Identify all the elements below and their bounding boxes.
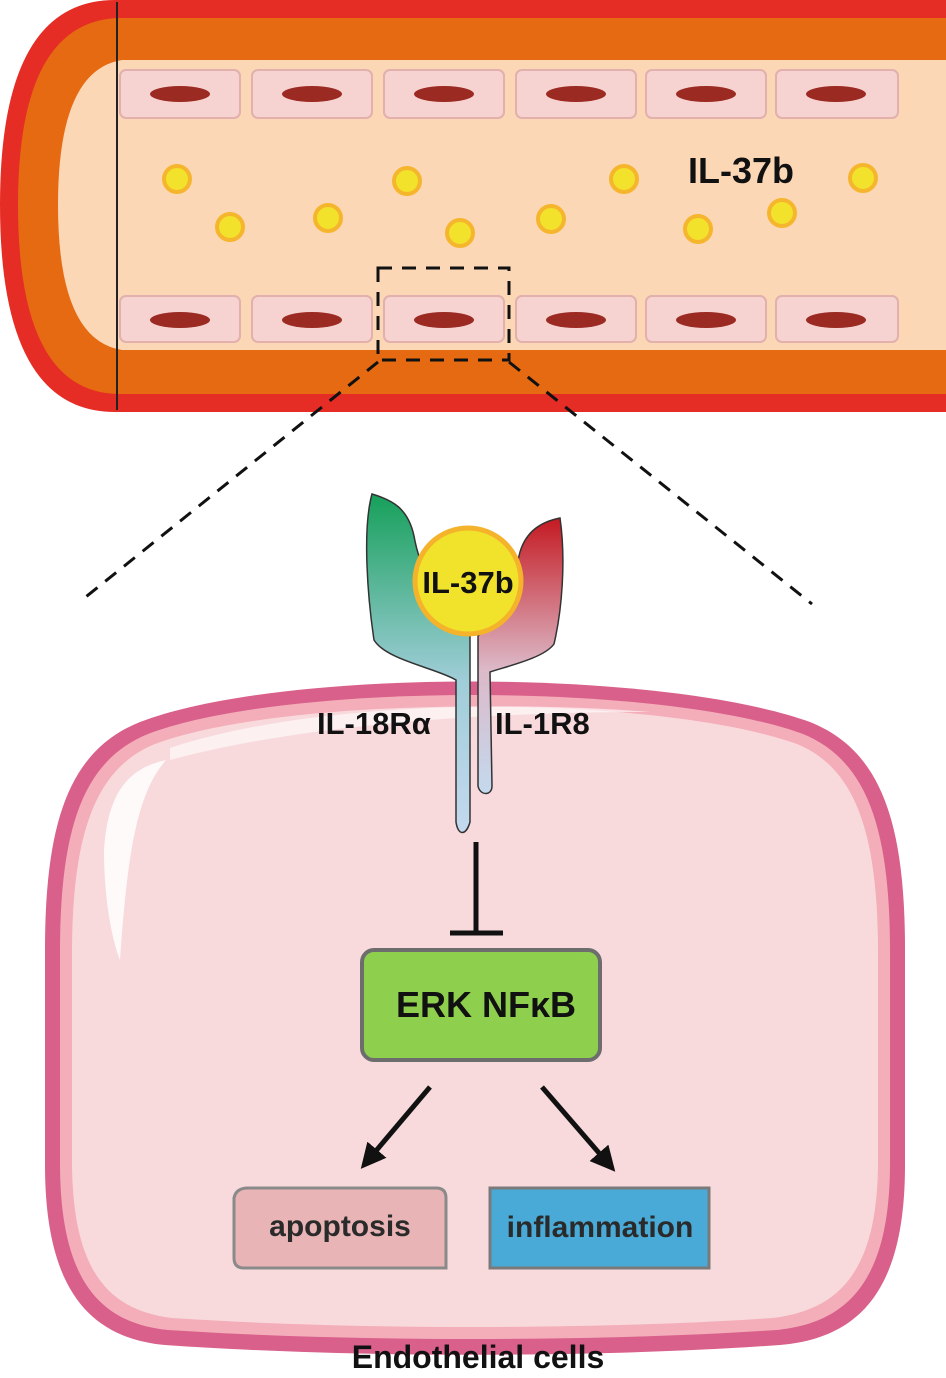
cell-highlight (104, 760, 166, 960)
nucleus (546, 312, 606, 328)
il37b-particle (445, 218, 475, 248)
il18ra-chain (365, 493, 471, 834)
il1r8-label: IL-1R8 (495, 706, 590, 741)
il37b-particle (683, 214, 713, 244)
il18ra-label: IL-18Rα (317, 706, 431, 741)
nucleus (676, 312, 736, 328)
nucleus (546, 86, 606, 102)
il1r8-chain (477, 517, 564, 795)
il37b-particle (313, 203, 343, 233)
receptor-complex: IL-37b IL-18Rα IL-1R8 (317, 493, 590, 834)
cell-caption: Endothelial cells (352, 1339, 605, 1375)
nucleus (282, 86, 342, 102)
erk-nfkb-box (360, 948, 602, 1062)
blood-vessel: IL-37b (0, 0, 946, 412)
il37b-particle (392, 166, 422, 196)
il37b-particle (536, 204, 566, 234)
nucleus (806, 312, 866, 328)
il37b-particle (162, 164, 192, 194)
vessel-lumen (58, 60, 946, 350)
endothelial-cells-bottom (119, 295, 899, 343)
zoom-indicator (81, 266, 813, 606)
inflammation-box (488, 1186, 711, 1270)
erk-nfkb-label: ERK NFκB (396, 984, 576, 1025)
apoptosis-box (232, 1186, 448, 1270)
nucleus (150, 312, 210, 328)
zoom-box (376, 266, 511, 362)
nucleus (676, 86, 736, 102)
il37b-ligand (412, 525, 524, 637)
il37b-particles (162, 163, 878, 248)
nucleus (414, 312, 474, 328)
nucleus (806, 86, 866, 102)
zoom-line-left (81, 360, 379, 602)
receptor-ligand-label: IL-37b (422, 565, 513, 600)
apoptosis-label: apoptosis (269, 1210, 411, 1243)
nucleus (282, 312, 342, 328)
il37b-particle (848, 163, 878, 193)
nucleus (414, 86, 474, 102)
nucleus (150, 86, 210, 102)
endothelial-cells-top (119, 69, 899, 119)
il37b-particle (215, 212, 245, 242)
il37b-particle (767, 198, 797, 228)
zoom-line-right (508, 360, 813, 606)
vessel-ligand-label: IL-37b (688, 150, 794, 191)
arrow-to-inflammation (540, 1085, 616, 1172)
il37b-particle (609, 164, 639, 194)
inflammation-label: inflammation (507, 1211, 694, 1244)
cell-highlight-top (170, 706, 650, 760)
inhibition-symbol (450, 842, 503, 936)
pathway: ERK NFκB apoptosis inflammation (232, 842, 711, 1270)
arrow-to-apoptosis (360, 1085, 432, 1169)
